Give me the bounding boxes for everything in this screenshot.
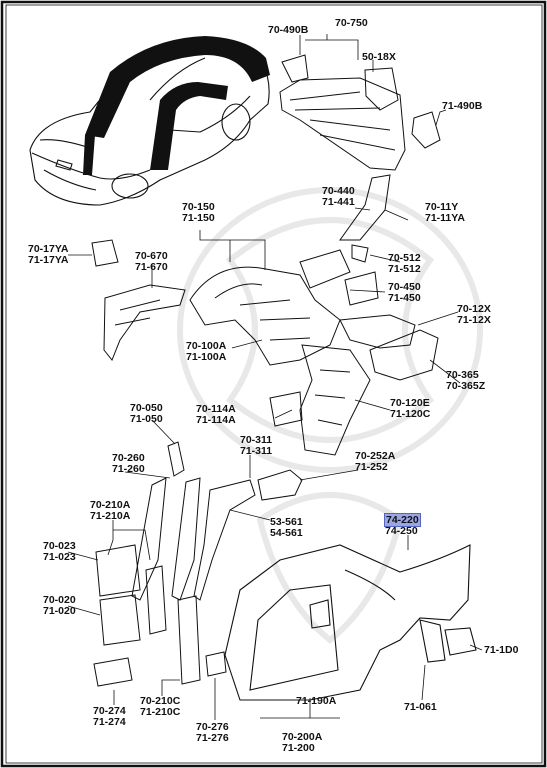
part-label-71-020: 71-020 [43,605,76,617]
side-outer-panel [224,544,477,701]
part-label-53-561: 53-561 [270,516,303,528]
part-label-71-100A: 71-100A [186,351,227,363]
part-label-70-512: 70-512 [388,252,421,264]
part-label-71-260: 71-260 [112,463,145,475]
part-label-71-670: 71-670 [135,261,168,273]
part-label-70-260: 70-260 [112,452,145,464]
part-label-70-17YA-group: 70-17YA 71-17YA [28,244,68,266]
rear-header-panel-assembly [279,54,441,171]
part-label-70-050: 70-050 [130,402,163,414]
part-label-70-750: 70-750 [335,17,368,29]
part-label-70-050-group: 70-050 71-050 [130,403,163,425]
part-label-70-150: 70-150 [182,201,215,213]
part-label-70-274-group: 70-274 71-274 [93,706,126,728]
part-label-70-210C-group: 70-210C 71-210C [140,696,180,718]
part-label-71-490B: 71-490B [442,100,483,112]
part-label-70-200A-group: 70-200A 71-200 [282,732,322,754]
rear-inner-panel-assembly [91,239,439,456]
part-label-71-512: 71-512 [388,263,421,275]
part-label-71-276: 71-276 [196,732,229,744]
part-label-70-17YA: 70-17YA [28,243,69,255]
part-label-71-252: 71-252 [355,461,388,473]
part-label-70-023: 70-023 [43,540,76,552]
part-label-70-023-group: 70-023 71-023 [43,541,76,563]
part-label-70-11Y: 70-11Y [425,201,459,213]
part-label-71-450: 71-450 [388,292,421,304]
part-label-71-114A: 71-114A [196,414,236,426]
part-label-70-120E: 70-120E [390,397,430,409]
part-label-71-210A: 71-210A [90,510,131,522]
leader-lines [67,34,483,720]
part-label-71-17YA: 71-17YA [28,254,69,266]
part-label-70-450: 70-450 [388,281,421,293]
part-label-70-365Z: 70-365Z [446,380,486,392]
part-label-71-120C: 71-120C [390,408,431,420]
part-label-70-114A: 70-114A [196,403,236,415]
part-label-70-11Y-group: 70-11Y 71-11YA [425,202,465,224]
part-label-71-441: 71-441 [322,196,355,208]
part-label-70-020-group: 70-020 71-020 [43,595,76,617]
part-label-70-276-group: 70-276 71-276 [196,722,229,744]
part-label-70-440: 70-440 [322,185,355,197]
part-label-74-220-group: 74-220 74-250 [384,513,421,537]
part-label-70-365: 70-365 [446,369,479,381]
part-label-70-210A: 70-210A [90,499,131,511]
part-label-70-450-group: 70-450 71-450 [388,282,421,304]
part-label-71-150: 71-150 [182,212,215,224]
part-label-70-252A-group: 70-252A 71-252 [355,451,395,473]
part-label-71-210C: 71-210C [140,706,181,718]
part-label-74-220-highlighted: 74-220 [384,513,421,527]
part-label-70-150-group: 70-150 71-150 [182,202,215,224]
part-label-70-114A-group: 70-114A 71-114A [196,404,236,426]
part-label-70-120E-group: 70-120E 71-120C [390,398,430,420]
part-label-70-12X-group: 70-12X 71-12X [457,304,491,326]
part-label-71-190A: 71-190A [296,695,337,707]
part-label-70-210C: 70-210C [140,695,181,707]
part-label-70-252A: 70-252A [355,450,396,462]
part-label-71-311: 71-311 [240,445,273,457]
part-label-70-020: 70-020 [43,594,76,606]
car-body-side-frame-highlight [83,36,270,175]
part-label-71-274: 71-274 [93,716,126,728]
part-label-71-061: 71-061 [404,701,437,713]
part-label-71-12X: 71-12X [457,314,491,326]
part-label-70-12X: 70-12X [457,303,491,315]
part-label-71-1D0: 71-1D0 [484,644,519,656]
part-label-70-100A: 70-100A [186,340,227,352]
part-label-70-311-group: 70-311 71-311 [240,435,272,457]
part-label-74-250: 74-250 [385,525,418,537]
part-label-70-200A: 70-200A [282,731,323,743]
part-label-70-274: 70-274 [93,705,126,717]
part-label-54-561: 54-561 [270,527,303,539]
part-label-71-023: 71-023 [43,551,76,563]
part-label-53-561-group: 53-561 54-561 [270,517,303,539]
part-label-70-490B: 70-490B [268,24,309,36]
part-label-70-260-group: 70-260 71-260 [112,453,145,475]
part-label-70-311: 70-311 [240,434,273,446]
part-label-71-200: 71-200 [282,742,315,754]
part-label-70-440-group: 70-440 71-441 [322,186,355,208]
part-label-70-670-group: 70-670 71-670 [135,251,168,273]
part-label-70-100A-group: 70-100A 71-100A [186,341,226,363]
part-label-70-365-group: 70-365 70-365Z [446,370,485,392]
part-label-70-512-group: 70-512 71-512 [388,253,421,275]
lower-pillar-parts [93,441,303,687]
part-label-70-276: 70-276 [196,721,229,733]
part-label-71-11YA: 71-11YA [425,212,465,224]
part-label-70-210A-group: 70-210A 71-210A [90,500,130,522]
part-label-70-670: 70-670 [135,250,168,262]
quarter-pillar-parts [299,174,391,306]
part-label-50-18X: 50-18X [362,51,396,63]
part-label-71-050: 71-050 [130,413,163,425]
